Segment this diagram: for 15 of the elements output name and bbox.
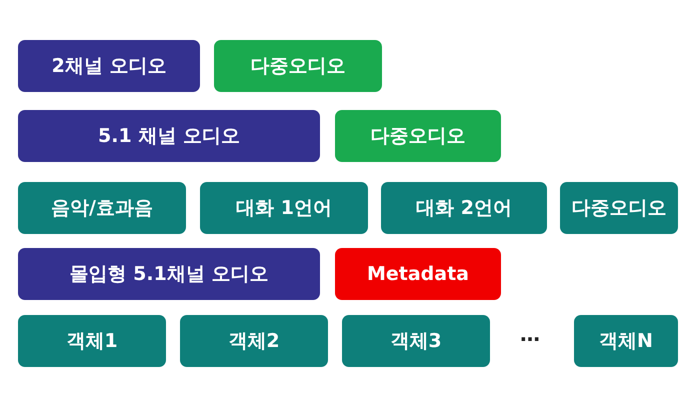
label-box: 대화 1언어 <box>200 182 368 234</box>
label-box: 객체1 <box>18 315 166 367</box>
label-box: 다중오디오 <box>335 110 501 162</box>
label-box: 음악/효과음 <box>18 182 186 234</box>
label-box: 객체N <box>574 315 678 367</box>
label-box: 객체3 <box>342 315 490 367</box>
label-box: 객체2 <box>180 315 328 367</box>
label-box: 5.1 채널 오디오 <box>18 110 320 162</box>
label-box: Metadata <box>335 248 501 300</box>
label-box: 몰입형 5.1채널 오디오 <box>18 248 320 300</box>
label-box: 다중오디오 <box>214 40 382 92</box>
label-box: 2채널 오디오 <box>18 40 200 92</box>
label-box: 대화 2언어 <box>381 182 547 234</box>
ellipsis-text: … <box>520 322 540 346</box>
label-box: 다중오디오 <box>560 182 678 234</box>
